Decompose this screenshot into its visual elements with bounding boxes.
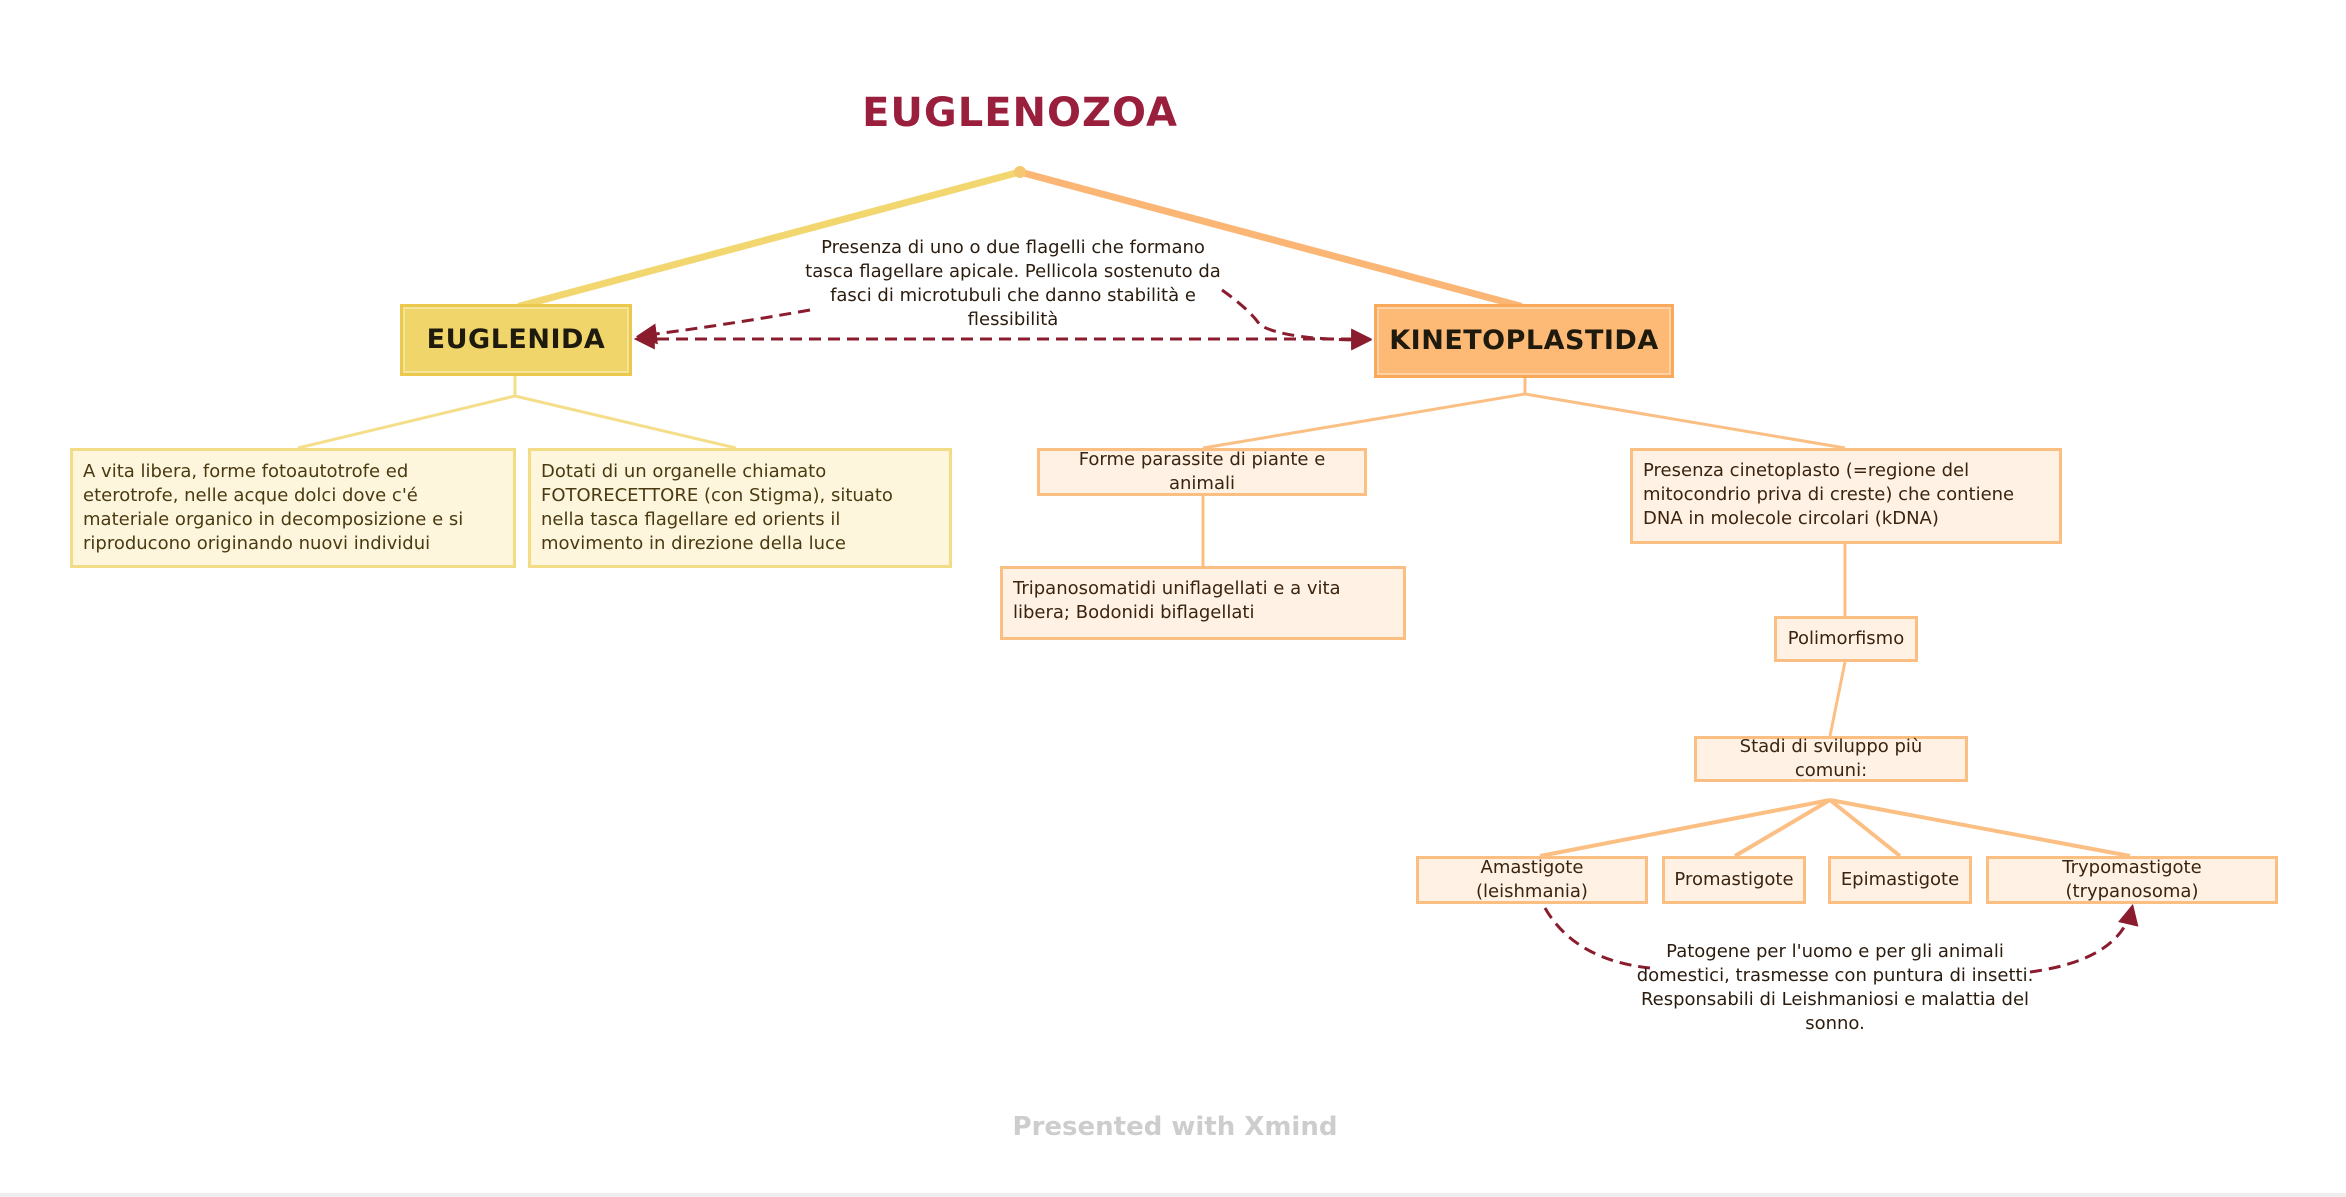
- root-anchor: [1014, 166, 1026, 178]
- branch-root-kinetoplastida: [1016, 168, 1524, 310]
- bottom-divider: [0, 1193, 2346, 1197]
- branch-stage-3: [1828, 798, 1902, 858]
- topic-euglenida[interactable]: EUGLENIDA: [400, 304, 632, 376]
- euglenida-detail-1[interactable]: A vita libera, forme fotoautotrofe ed et…: [70, 448, 516, 568]
- pathogen-relationship-note[interactable]: Patogene per l'uomo e per gli animali do…: [1636, 941, 2034, 1034]
- kineto-trypanosomatids[interactable]: Tripanosomatidi uniflagellati e a vita l…: [1000, 566, 1406, 640]
- branch-root-euglenida: [516, 168, 1024, 310]
- stage-epimastigote[interactable]: Epimastigote: [1828, 856, 1972, 904]
- branch-stage-2: [1733, 798, 1832, 858]
- main-relationship-note[interactable]: Presenza di uno o due flagelli che forma…: [805, 237, 1221, 330]
- branch-poly-stages: [1828, 661, 1847, 737]
- branch-kineto-kinetoplast: [1524, 392, 1846, 450]
- xmind-watermark: Presented with Xmind: [1012, 1112, 1338, 1142]
- relation-note-to-trypomastigote: [2029, 903, 2139, 974]
- branch-stage-1: [1539, 798, 1831, 858]
- branch-kineto-parasites: [1202, 392, 1526, 450]
- root-topic-title[interactable]: EUGLENOZOA: [862, 90, 1178, 136]
- euglenida-detail-2[interactable]: Dotati di un organelle chiamato FOTORECE…: [528, 448, 952, 568]
- branch-euglenida-desc1: [297, 394, 517, 450]
- relation-note-to-euglenida: [635, 308, 811, 345]
- kineto-parasites[interactable]: Forme parassite di piante e animali: [1037, 448, 1367, 496]
- relation-amastigote-trypomastigote: [1543, 907, 1651, 970]
- kineto-stages-title[interactable]: Stadi di sviluppo più comuni:: [1694, 736, 1968, 782]
- kineto-polymorphism[interactable]: Polimorfismo: [1774, 616, 1918, 662]
- kineto-kinetoplast[interactable]: Presenza cinetoplasto (=regione del mito…: [1630, 448, 2062, 544]
- stage-trypomastigote[interactable]: Trypomastigote (trypanosoma): [1986, 856, 2278, 904]
- stage-amastigote[interactable]: Amastigote (leishmania): [1416, 856, 1648, 904]
- topic-kinetoplastida[interactable]: KINETOPLASTIDA: [1374, 304, 1674, 378]
- branch-stage-4: [1829, 798, 2131, 858]
- relation-note-to-kinetoplastida: [1221, 288, 1373, 351]
- branch-euglenida-desc2: [514, 394, 737, 450]
- stage-promastigote[interactable]: Promastigote: [1662, 856, 1806, 904]
